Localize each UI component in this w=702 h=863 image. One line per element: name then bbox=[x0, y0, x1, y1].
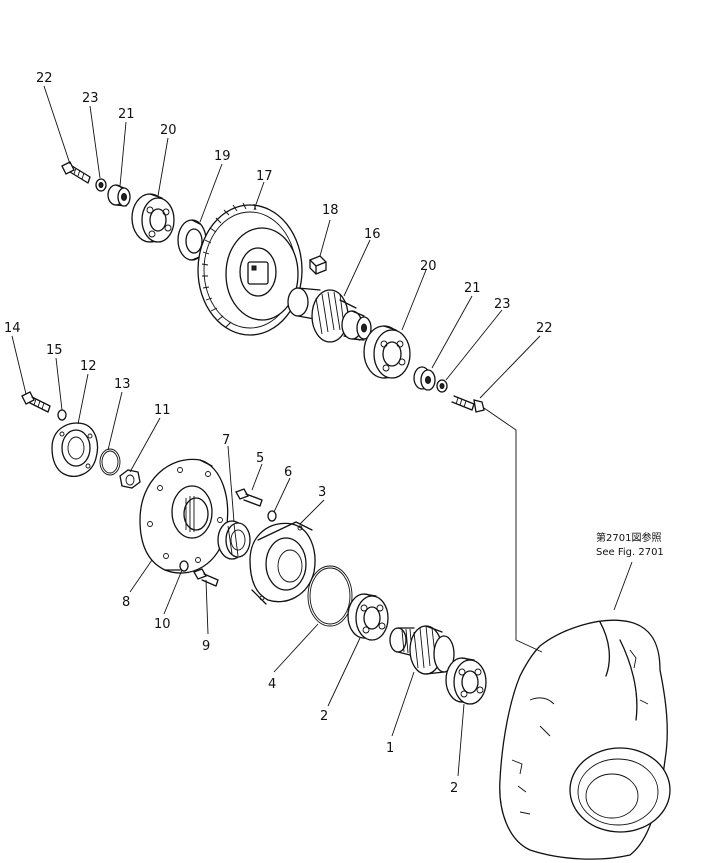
label-21-left: 21 bbox=[118, 107, 135, 122]
oring-4 bbox=[307, 565, 353, 627]
part-labels: 22 23 21 20 19 17 18 16 20 21 23 22 14 1… bbox=[4, 71, 664, 796]
label-23-right: 23 bbox=[494, 297, 511, 312]
label-12: 12 bbox=[80, 359, 97, 374]
label-18: 18 bbox=[322, 203, 339, 218]
collar-21-right bbox=[413, 366, 436, 391]
nut-11 bbox=[119, 469, 141, 489]
bolt-22-left bbox=[61, 161, 91, 184]
label-6: 6 bbox=[284, 465, 292, 480]
label-8: 8 bbox=[122, 595, 130, 610]
label-5: 5 bbox=[256, 451, 264, 466]
bolt-5 bbox=[235, 488, 263, 507]
label-4: 4 bbox=[268, 677, 276, 692]
bearing-2-lower bbox=[445, 657, 487, 705]
bearing-20-left bbox=[131, 193, 175, 243]
bearing-2-upper bbox=[347, 593, 389, 641]
label-20-left: 20 bbox=[160, 123, 177, 138]
label-22-left: 22 bbox=[36, 71, 53, 86]
cover-12 bbox=[51, 422, 99, 477]
housing-8 bbox=[139, 458, 229, 574]
carrier-3 bbox=[249, 521, 316, 605]
label-11: 11 bbox=[154, 403, 171, 418]
label-1: 1 bbox=[386, 741, 394, 756]
washer-23-right bbox=[436, 379, 448, 393]
bolt-14 bbox=[21, 391, 51, 413]
label-19: 19 bbox=[214, 149, 231, 164]
transmission-case bbox=[499, 619, 671, 860]
label-22-right: 22 bbox=[536, 321, 553, 336]
label-2-upper: 2 bbox=[320, 709, 328, 724]
label-16: 16 bbox=[364, 227, 381, 242]
leader-lines bbox=[11, 85, 633, 777]
bolt-22-right bbox=[451, 395, 485, 413]
label-2-lower: 2 bbox=[450, 781, 458, 796]
label-3: 3 bbox=[318, 485, 326, 500]
label-7: 7 bbox=[222, 433, 230, 448]
label-17: 17 bbox=[256, 169, 273, 184]
bearing-20-right bbox=[363, 325, 411, 379]
ring-19 bbox=[177, 219, 207, 261]
bolt-9 bbox=[193, 568, 219, 587]
label-21-right: 21 bbox=[464, 281, 481, 296]
bearing-7 bbox=[217, 520, 251, 560]
washer-6 bbox=[267, 510, 277, 522]
washer-10 bbox=[179, 560, 189, 572]
label-9: 9 bbox=[202, 639, 210, 654]
label-14: 14 bbox=[4, 321, 21, 336]
collar-21-left bbox=[107, 184, 131, 207]
shaft-gear-16 bbox=[287, 287, 372, 343]
pinion-1 bbox=[389, 625, 455, 675]
oring-13 bbox=[99, 448, 121, 476]
label-23-left: 23 bbox=[82, 91, 99, 106]
reference-jp: 第2701図参照 bbox=[596, 531, 661, 544]
label-10: 10 bbox=[154, 617, 171, 632]
label-15: 15 bbox=[46, 343, 63, 358]
washer-15 bbox=[57, 409, 67, 421]
gear-17 bbox=[197, 202, 303, 336]
label-20-right: 20 bbox=[420, 259, 437, 274]
washer-23-left bbox=[95, 178, 107, 192]
key-18 bbox=[309, 255, 327, 275]
label-13: 13 bbox=[114, 377, 131, 392]
reference-connector-line bbox=[483, 407, 543, 653]
reference-en: See Fig. 2701 bbox=[596, 547, 664, 558]
